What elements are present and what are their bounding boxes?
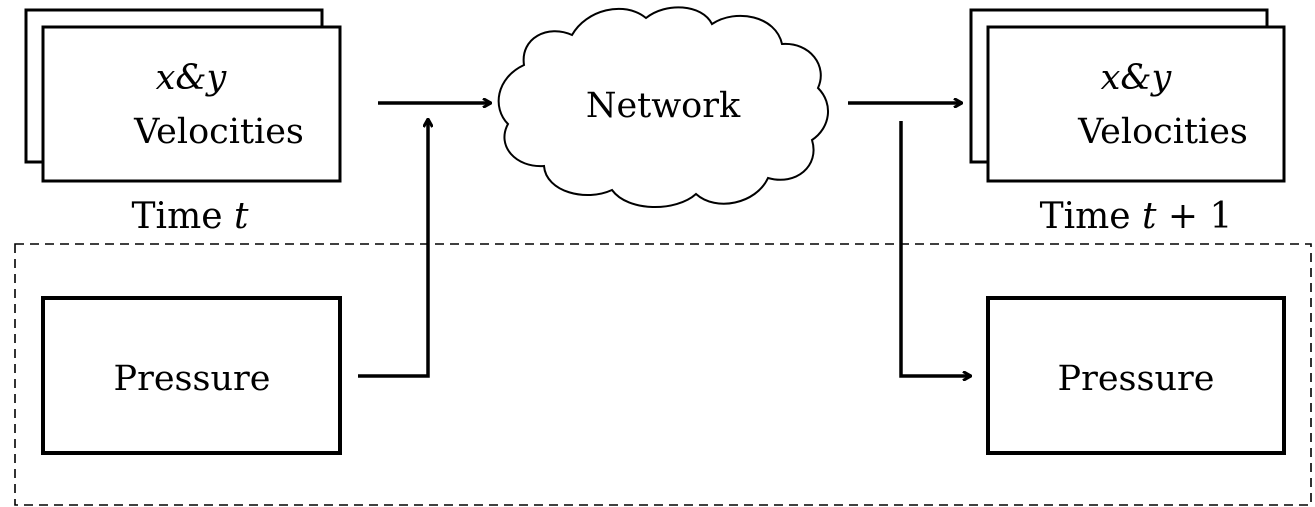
input-velocities: x&y Velocities Time t: [24, 8, 342, 237]
pressure-region: [14, 243, 1312, 506]
output-time-suffix: + 1: [1156, 196, 1232, 237]
network-label: Network: [586, 86, 741, 126]
output-pressure-box: [986, 296, 1286, 455]
output-pressure: Pressure: [986, 296, 1286, 455]
input-time-var: t: [234, 196, 249, 237]
output-velocities-line1: x&y: [1101, 58, 1173, 98]
input-velocities-front-frame: [41, 25, 342, 183]
output-pressure-label: Pressure: [1058, 359, 1215, 399]
input-time-prefix: Time: [132, 196, 234, 237]
arrow-pressure-to-network: [358, 119, 428, 378]
input-time-caption: Time t: [132, 196, 249, 237]
output-velocities: x&y Velocities Time t + 1: [969, 8, 1286, 237]
output-time-prefix: Time: [1040, 196, 1142, 237]
cloud-shape: [497, 6, 830, 209]
output-time-caption: Time t + 1: [1040, 196, 1233, 237]
output-time-var: t: [1142, 196, 1157, 237]
input-pressure-label: Pressure: [114, 359, 271, 399]
input-velocities-line1: x&y: [156, 58, 228, 98]
input-velocities-line2: Velocities: [133, 112, 304, 152]
input-pressure-box: [41, 296, 342, 455]
input-pressure: Pressure: [41, 296, 342, 455]
output-velocities-line2: Velocities: [1077, 112, 1248, 152]
network-cloud: Network: [497, 6, 830, 209]
output-velocities-front-frame: [986, 25, 1286, 183]
arrow-network-to-pressure: [899, 121, 971, 376]
